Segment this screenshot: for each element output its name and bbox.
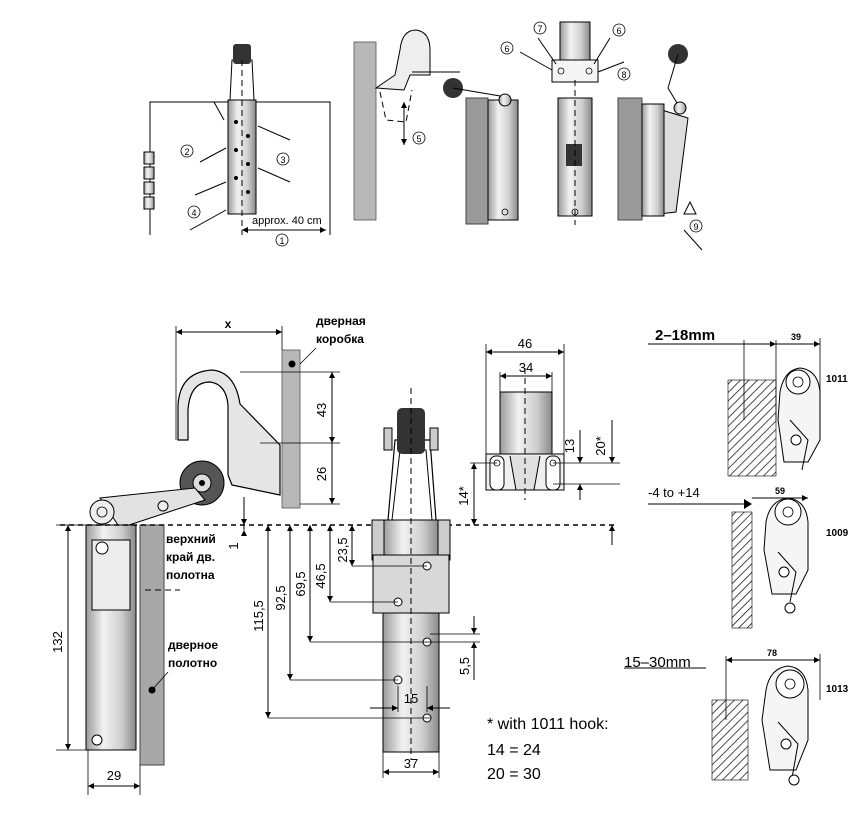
label-door-leaf-2: полотно: [168, 656, 217, 670]
dim-29: 29: [107, 768, 121, 783]
dim-15: 15: [404, 691, 418, 706]
range-label-2: -4 to +14: [648, 485, 700, 500]
range-label-3: 15–30mm: [624, 654, 691, 671]
dim-20-star: 20*: [593, 436, 608, 456]
dim-14-star: 14*: [456, 486, 471, 506]
svg-text:2: 2: [184, 147, 189, 157]
model-label-1011: 1011: [826, 374, 848, 385]
right-variant-1013: 15–30mm 78 1013: [624, 648, 849, 786]
circled-number-6a: 6: [500, 41, 514, 55]
label-door-top-edge-3: полотна: [166, 568, 215, 582]
dim-132: 132: [50, 631, 65, 653]
right-variant-1011: 2–18mm 39 1011: [648, 327, 848, 477]
circled-number-8: 8: [617, 67, 631, 81]
dim-37: 37: [404, 756, 418, 771]
left-side-view: x 43 26 дверная коробка верхний край дв.…: [50, 314, 366, 795]
dim-5-5: 5,5: [457, 657, 472, 675]
footnote-line-3: 20 = 30: [487, 766, 541, 783]
top-step-1: approx. 40 cm 1 2 3 4: [143, 44, 331, 247]
dim-26: 26: [314, 467, 329, 481]
dim-label-1: 39: [791, 332, 801, 342]
dim-43: 43: [314, 403, 329, 417]
circled-number-1: 1: [275, 233, 289, 247]
circled-number-9: 9: [689, 219, 703, 233]
svg-text:1: 1: [279, 236, 284, 246]
label-door-frame-1: дверная: [316, 314, 366, 328]
circled-number-2: 2: [180, 144, 194, 158]
svg-text:6: 6: [504, 44, 509, 54]
svg-text:8: 8: [621, 70, 626, 80]
dim-13: 13: [562, 439, 577, 453]
circled-number-4: 4: [187, 205, 201, 219]
label-door-frame-2: коробка: [316, 332, 364, 346]
dim-115-5: 115,5: [251, 600, 266, 632]
circled-number-6b: 6: [612, 23, 626, 37]
svg-text:7: 7: [537, 24, 542, 34]
svg-text:5: 5: [416, 134, 421, 144]
model-label-1013: 1013: [826, 684, 849, 695]
label-door-top-edge-2: край дв.: [166, 550, 215, 564]
dim-46-5: 46,5: [313, 563, 328, 588]
circled-number-5: 5: [412, 131, 426, 145]
label-door-top-edge-1: верхний: [166, 532, 216, 546]
dim-label-3: 78: [767, 648, 777, 658]
footnote-line-2: 14 = 24: [487, 742, 541, 759]
middle-front-view: 23,5 46,5 69,5 92,5 115,5 5,5 15 37: [251, 388, 480, 778]
right-variant-1009: -4 to +14 59 1009: [648, 485, 849, 629]
range-label-1: 2–18mm: [655, 327, 715, 344]
footnote: * with 1011 hook: 14 = 24 20 = 30: [487, 716, 609, 783]
top-step-4: 9: [617, 44, 703, 251]
dim-34: 34: [519, 360, 533, 375]
dim-23-5: 23,5: [335, 537, 350, 562]
svg-text:9: 9: [693, 222, 698, 232]
dim-92-5: 92,5: [273, 585, 288, 610]
footnote-line-1: * with 1011 hook:: [487, 716, 609, 733]
dim-46: 46: [518, 336, 532, 351]
svg-text:3: 3: [280, 155, 285, 165]
svg-text:4: 4: [191, 208, 196, 218]
approx-distance-label: approx. 40 cm: [252, 215, 322, 227]
label-door-leaf-1: дверное: [168, 638, 218, 652]
svg-text:6: 6: [616, 26, 621, 36]
bracket-view: 46 34 13 20* 14*: [456, 336, 620, 545]
model-label-1009: 1009: [826, 528, 849, 539]
dim-69-5: 69,5: [293, 571, 308, 596]
circled-number-3: 3: [276, 152, 290, 166]
top-step-2: 5: [353, 29, 519, 225]
top-step-3: 6 6 7 8: [500, 21, 631, 225]
dim-label-2: 59: [775, 486, 785, 496]
dim-x: x: [225, 317, 232, 331]
circled-number-7: 7: [533, 21, 547, 35]
dim-1: 1: [226, 542, 241, 549]
